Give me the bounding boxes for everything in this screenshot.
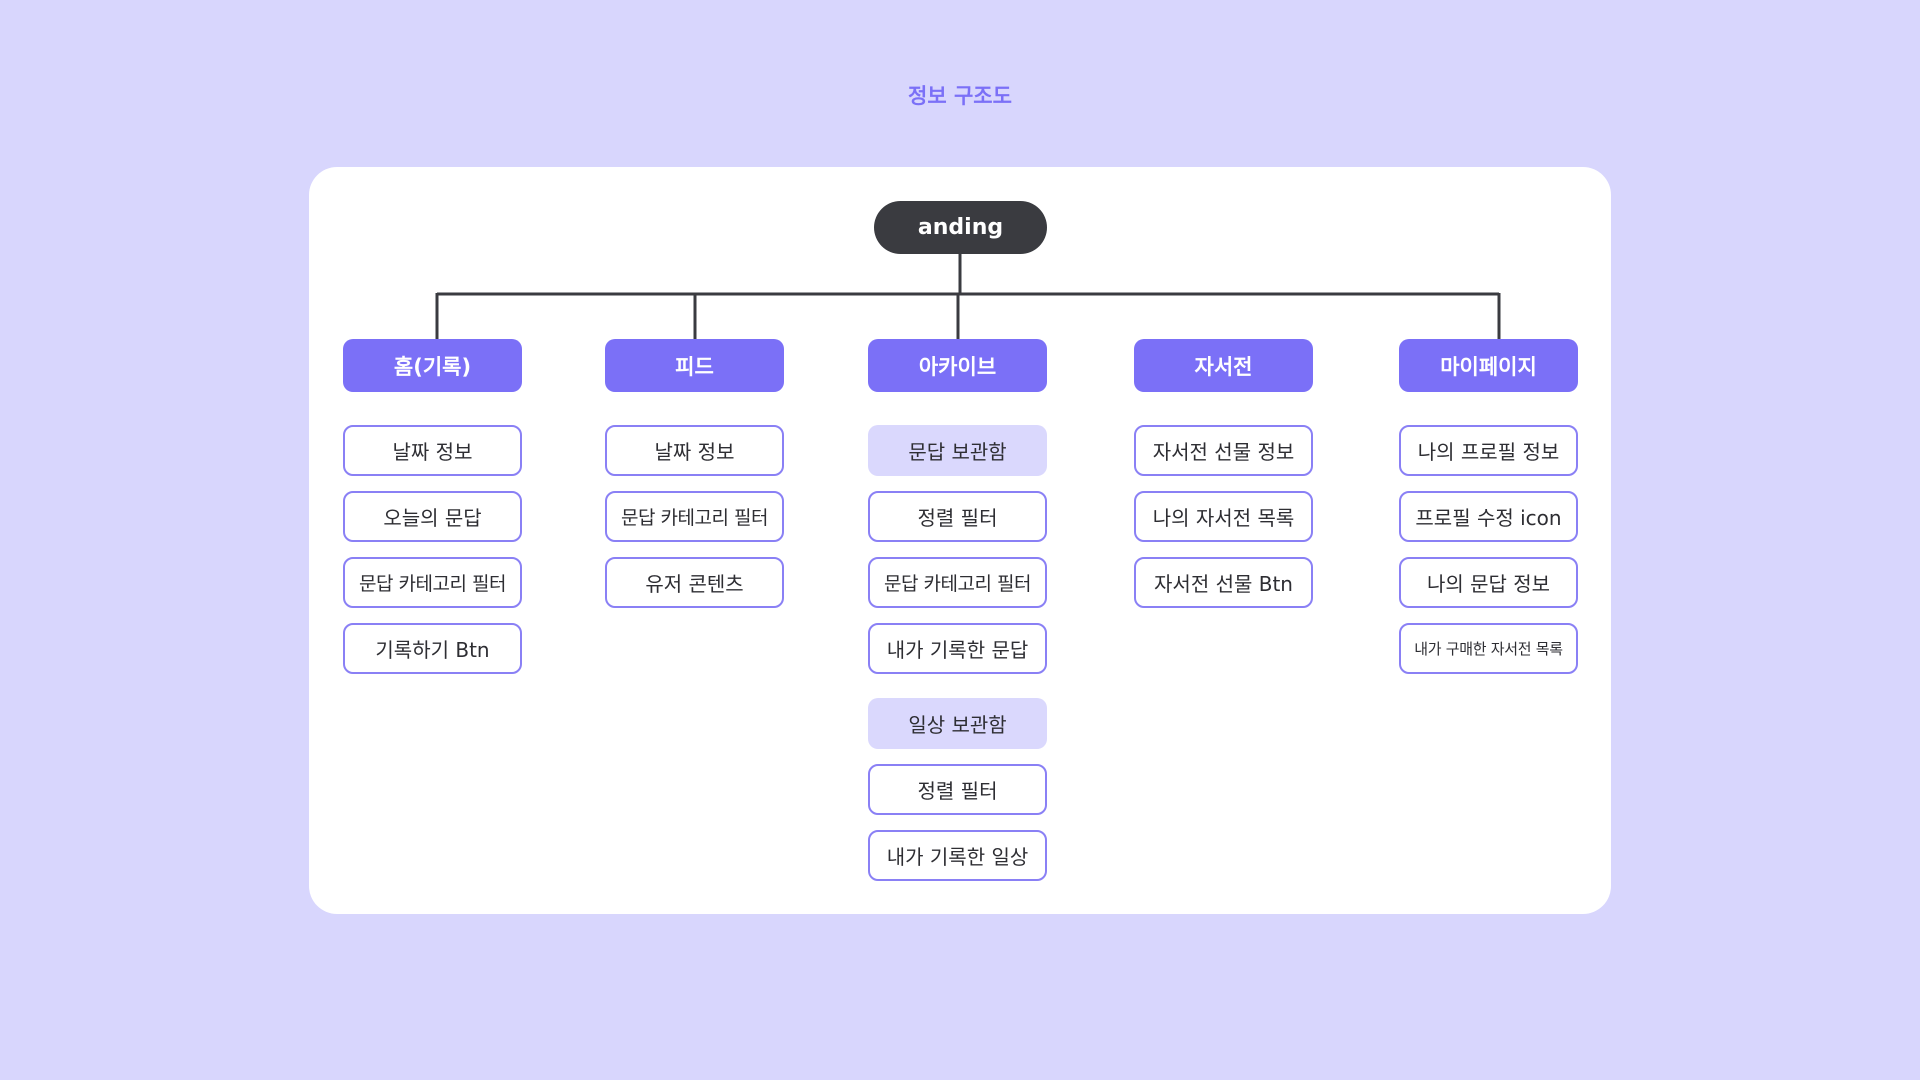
item-gift-info: 자서전 선물 정보 <box>1134 425 1313 476</box>
item-category-filter: 문답 카테고리 필터 <box>868 557 1047 608</box>
item-my-qna: 내가 기록한 문답 <box>868 623 1047 674</box>
item-sort-filter: 정렬 필터 <box>868 764 1047 815</box>
item-category-filter: 문답 카테고리 필터 <box>605 491 784 542</box>
column-feed: 피드 날짜 정보 문답 카테고리 필터 유저 콘텐츠 <box>605 339 784 623</box>
page-title: 정보 구조도 <box>908 84 1012 108</box>
item-my-daily: 내가 기록한 일상 <box>868 830 1047 881</box>
group-qna-archive: 문답 보관함 <box>868 425 1047 476</box>
diagram-card: anding 홈(기록) 날짜 정보 오늘의 문답 문답 카테고리 필터 기록하… <box>309 167 1611 914</box>
item-my-autobiography-list: 나의 자서전 목록 <box>1134 491 1313 542</box>
category-feed: 피드 <box>605 339 784 392</box>
column-archive: 아카이브 문답 보관함 정렬 필터 문답 카테고리 필터 내가 기록한 문답 일… <box>868 339 1047 896</box>
group-daily-archive: 일상 보관함 <box>868 698 1047 749</box>
item-sort-filter: 정렬 필터 <box>868 491 1047 542</box>
item-profile-info: 나의 프로필 정보 <box>1399 425 1578 476</box>
category-home: 홈(기록) <box>343 339 522 392</box>
category-autobiography: 자서전 <box>1134 339 1313 392</box>
group-spacer <box>868 689 1047 698</box>
column-mypage: 마이페이지 나의 프로필 정보 프로필 수정 icon 나의 문답 정보 내가 … <box>1399 339 1578 689</box>
item-date-info: 날짜 정보 <box>605 425 784 476</box>
root-node: anding <box>874 201 1047 254</box>
item-profile-edit-icon: 프로필 수정 icon <box>1399 491 1578 542</box>
item-gift-button: 자서전 선물 Btn <box>1134 557 1313 608</box>
item-my-qna-info: 나의 문답 정보 <box>1399 557 1578 608</box>
item-purchased-list: 내가 구매한 자서전 목록 <box>1399 623 1578 674</box>
category-mypage: 마이페이지 <box>1399 339 1578 392</box>
column-autobiography: 자서전 자서전 선물 정보 나의 자서전 목록 자서전 선물 Btn <box>1134 339 1313 623</box>
column-home: 홈(기록) 날짜 정보 오늘의 문답 문답 카테고리 필터 기록하기 Btn <box>343 339 522 689</box>
item-category-filter: 문답 카테고리 필터 <box>343 557 522 608</box>
item-user-content: 유저 콘텐츠 <box>605 557 784 608</box>
item-record-button: 기록하기 Btn <box>343 623 522 674</box>
category-archive: 아카이브 <box>868 339 1047 392</box>
item-date-info: 날짜 정보 <box>343 425 522 476</box>
item-todays-qna: 오늘의 문답 <box>343 491 522 542</box>
